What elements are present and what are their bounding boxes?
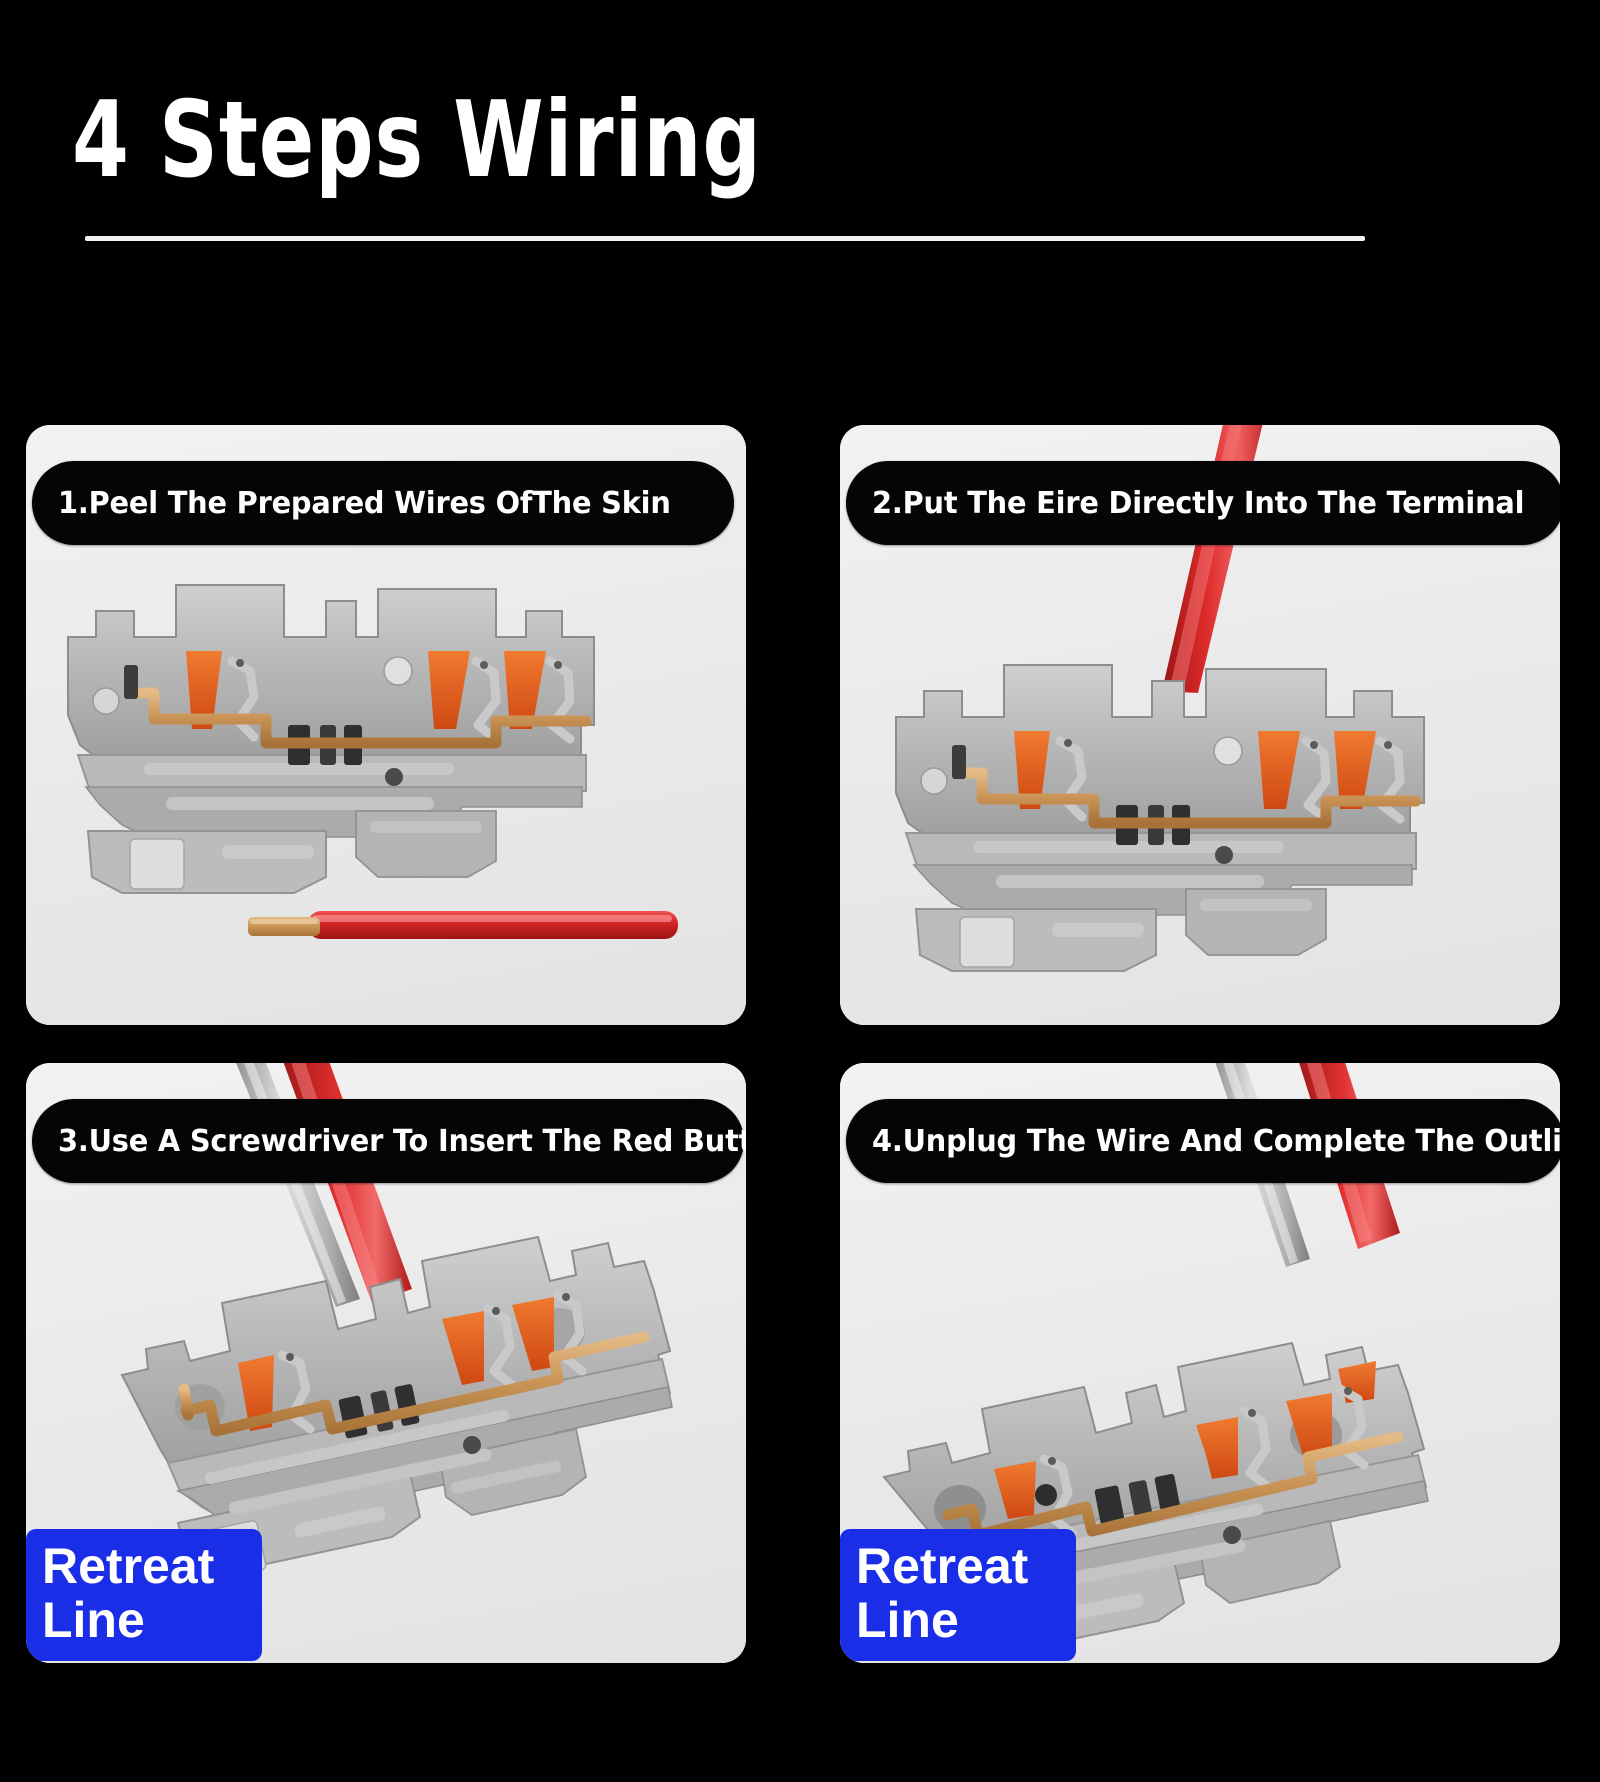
page-header: 4 Steps Wiring bbox=[0, 0, 1600, 300]
step-2-label-pill: 2.Put The Eire Directly Into The Termina… bbox=[846, 461, 1560, 545]
step-1-label: 1.Peel The Prepared Wires OfThe Skin bbox=[58, 485, 671, 521]
page-title: 4 Steps Wiring bbox=[72, 79, 762, 201]
step-card-1[interactable]: 1.Peel The Prepared Wires OfThe Skin bbox=[26, 425, 746, 1025]
step-4-label: 4.Unplug The Wire And Complete The Outli… bbox=[872, 1123, 1560, 1159]
retreat-line-badge: Retreat Line bbox=[26, 1529, 262, 1661]
orange-release-buttons bbox=[1014, 731, 1376, 809]
retreat-line-2: Line bbox=[42, 1592, 145, 1648]
step-card-2[interactable]: 2.Put The Eire Directly Into The Termina… bbox=[840, 425, 1560, 1025]
retreat-line-badge: Retreat Line bbox=[840, 1529, 1076, 1661]
red-wire bbox=[248, 911, 678, 939]
steps-grid: 1.Peel The Prepared Wires OfThe Skin bbox=[0, 425, 1600, 1755]
retreat-line-2: Line bbox=[856, 1592, 959, 1648]
spring-clamp bbox=[1055, 736, 1405, 824]
retreat-line-1: Retreat bbox=[42, 1538, 215, 1594]
spring-clamp bbox=[1039, 1384, 1369, 1538]
step-1-label-pill: 1.Peel The Prepared Wires OfThe Skin bbox=[32, 461, 734, 545]
step-3-label: 3.Use A Screwdriver To Insert The Red Bu… bbox=[58, 1123, 746, 1159]
step-3-label-pill: 3.Use A Screwdriver To Insert The Red Bu… bbox=[32, 1099, 746, 1183]
step-card-3[interactable]: 3.Use A Screwdriver To Insert The Red Bu… bbox=[26, 1063, 746, 1663]
step-card-4[interactable]: 4.Unplug The Wire And Complete The Outli… bbox=[840, 1063, 1560, 1663]
step-2-label: 2.Put The Eire Directly Into The Termina… bbox=[872, 485, 1525, 521]
orange-release-buttons bbox=[186, 651, 546, 729]
terminal-block-body bbox=[895, 664, 1425, 972]
title-divider bbox=[85, 236, 1365, 241]
copper-busbar bbox=[942, 1431, 1404, 1541]
retreat-line-1: Retreat bbox=[856, 1538, 1029, 1594]
orange-release-buttons bbox=[238, 1297, 554, 1431]
copper-busbar bbox=[178, 1331, 650, 1437]
step-4-label-pill: 4.Unplug The Wire And Complete The Outli… bbox=[846, 1099, 1560, 1183]
spring-clamp bbox=[227, 656, 575, 744]
spring-clamp bbox=[277, 1290, 587, 1434]
